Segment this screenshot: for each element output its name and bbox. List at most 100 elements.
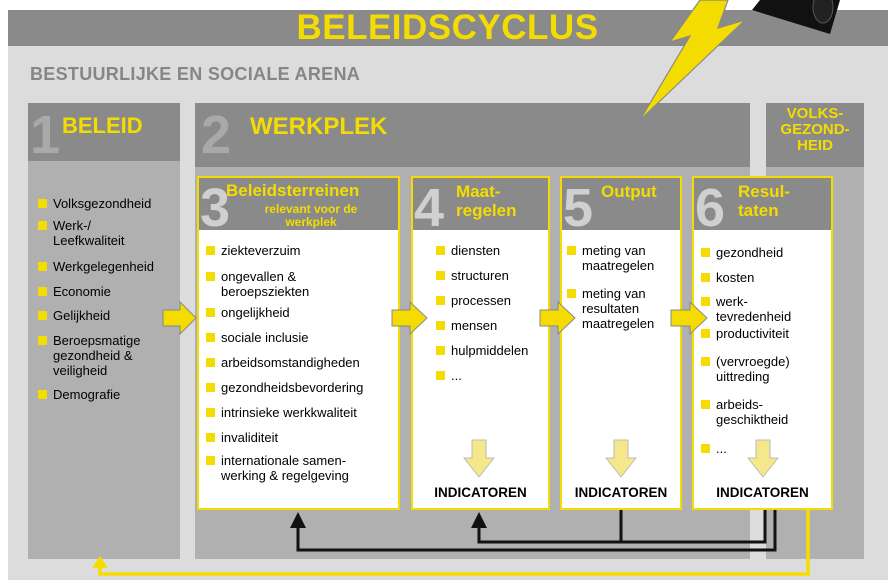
bullet-icon xyxy=(436,371,445,380)
bullet-icon xyxy=(38,262,47,271)
beleidsterreinen-header xyxy=(199,178,398,230)
bullet-icon xyxy=(701,329,710,338)
output-indicator: INDICATOREN xyxy=(574,485,668,500)
werkplek-header xyxy=(195,103,750,167)
down-arrow-box4 xyxy=(462,439,496,478)
list-item-text: ongelijkheid xyxy=(221,305,290,320)
beleid-number: 1 xyxy=(30,105,61,165)
arena-label: BESTUURLIJKE EN SOCIALE ARENA xyxy=(30,64,361,84)
list-item-text: Beroepsmatige gezondheid & veiligheid xyxy=(53,333,141,378)
list-item-text: ongevallen & beroepsziekten xyxy=(221,269,310,299)
output-number: 5 xyxy=(563,178,594,238)
bullet-icon xyxy=(206,308,215,317)
list-item-text: productiviteit xyxy=(716,326,789,341)
bullet-icon xyxy=(38,311,47,320)
list-item-text: intrinsieke werkkwaliteit xyxy=(221,405,357,420)
list-item-text: Volksgezondheid xyxy=(53,196,152,211)
bullet-icon xyxy=(206,408,215,417)
list-item-text: mensen xyxy=(451,318,498,333)
outer-feedback-arrowhead xyxy=(92,556,108,568)
bullet-icon xyxy=(436,271,445,280)
bullet-icon xyxy=(38,199,47,208)
beleidsterreinen-number: 3 xyxy=(200,178,231,238)
arrow-col1-to-box3 xyxy=(162,300,197,336)
resultaten-header xyxy=(694,178,831,230)
title-bar xyxy=(8,10,888,46)
beleid-header xyxy=(28,103,180,161)
bullet-icon xyxy=(38,336,47,345)
bullet-icon xyxy=(38,221,47,230)
bullet-icon xyxy=(206,383,215,392)
list-item-text: processen xyxy=(451,293,511,308)
diagram-title: BELEIDSCYCLUS xyxy=(296,8,599,47)
maatregelen-number: 4 xyxy=(414,178,445,238)
list-item-text: ... xyxy=(451,368,462,383)
bullet-icon xyxy=(701,357,710,366)
feedback-line-outer xyxy=(296,510,777,552)
bullet-icon xyxy=(206,272,215,281)
list-item-text: gezondheid xyxy=(716,245,784,260)
bullet-icon xyxy=(701,248,710,257)
bullet-icon xyxy=(206,358,215,367)
list-item-text: Werk-/ Leefkwaliteit xyxy=(53,218,125,248)
list-item-text: hulpmiddelen xyxy=(451,343,529,358)
werkplek-title: WERKPLEK xyxy=(250,113,388,140)
list-item-text: gezondheidsbevordering xyxy=(221,380,364,395)
list-item-text: Economie xyxy=(53,284,111,299)
maatregelen-title: Maat- regelen xyxy=(456,182,517,220)
arrow-box3-to-box4 xyxy=(391,300,428,336)
beleidsterreinen-title: Beleidsterreinen xyxy=(226,181,360,200)
down-arrow-box6 xyxy=(746,439,780,478)
list-item-text: sociale inclusie xyxy=(221,330,309,345)
list-item-text: invaliditeit xyxy=(221,430,279,445)
list-item-text: Gelijkheid xyxy=(53,308,111,323)
bullet-icon xyxy=(38,287,47,296)
bullet-icon xyxy=(436,321,445,330)
list-item-text: werk- tevredenheid xyxy=(716,294,792,324)
bullet-icon xyxy=(206,333,215,342)
list-item-text: Werkgelegenheid xyxy=(53,259,154,274)
volksgezondheid-header xyxy=(766,103,864,167)
list-item-text: meting van maatregelen xyxy=(582,243,655,273)
list-item-text: meting van resultaten maatregelen xyxy=(582,286,655,331)
bullet-icon xyxy=(206,433,215,442)
list-item-text: Demografie xyxy=(53,387,121,402)
bullet-icon xyxy=(206,456,215,465)
bullet-icon xyxy=(701,400,710,409)
beleid-column xyxy=(28,103,180,559)
bullet-icon xyxy=(701,297,710,306)
resultaten-indicator: INDICATOREN xyxy=(716,485,809,500)
list-item-text: arbeidsomstandigheden xyxy=(221,355,360,370)
bullet-icon xyxy=(567,289,576,298)
arrow-box5-to-box6 xyxy=(670,300,708,336)
output-header xyxy=(562,178,680,230)
bullet-icon xyxy=(38,390,47,399)
volksgezondheid-title: VOLKS- GEZOND- HEID xyxy=(780,105,850,154)
bullet-icon xyxy=(567,246,576,255)
bullet-icon xyxy=(436,346,445,355)
feedback-arrowhead-box4 xyxy=(471,512,487,528)
beleidsterreinen-box xyxy=(197,176,400,510)
list-item-text: diensten xyxy=(451,243,501,258)
bullet-icon xyxy=(436,296,445,305)
bullet-icon xyxy=(436,246,445,255)
beleid-title: BELEID xyxy=(62,113,143,138)
output-title: Output xyxy=(601,182,657,201)
list-item-text: ... xyxy=(716,441,727,456)
list-item-text: (vervroegde) uittreding xyxy=(716,354,790,384)
down-arrow-box5 xyxy=(604,439,638,478)
bullet-icon xyxy=(206,246,215,255)
maatregelen-indicator: INDICATOREN xyxy=(434,485,527,500)
list-item-text: arbeids- geschiktheid xyxy=(716,397,789,427)
list-item-text: ziekteverzuim xyxy=(221,243,301,258)
bullet-icon xyxy=(701,444,710,453)
arrow-box4-to-box5 xyxy=(539,300,576,336)
resultaten-title: Resul- taten xyxy=(738,182,790,220)
lightning-bolt xyxy=(639,0,746,121)
resultaten-number: 6 xyxy=(695,178,726,238)
list-item-text: structuren xyxy=(451,268,509,283)
bullet-icon xyxy=(701,273,710,282)
beleidsterreinen-subtitle: relevant voor de werkplek xyxy=(264,202,358,229)
flashlight-icon xyxy=(752,0,840,34)
